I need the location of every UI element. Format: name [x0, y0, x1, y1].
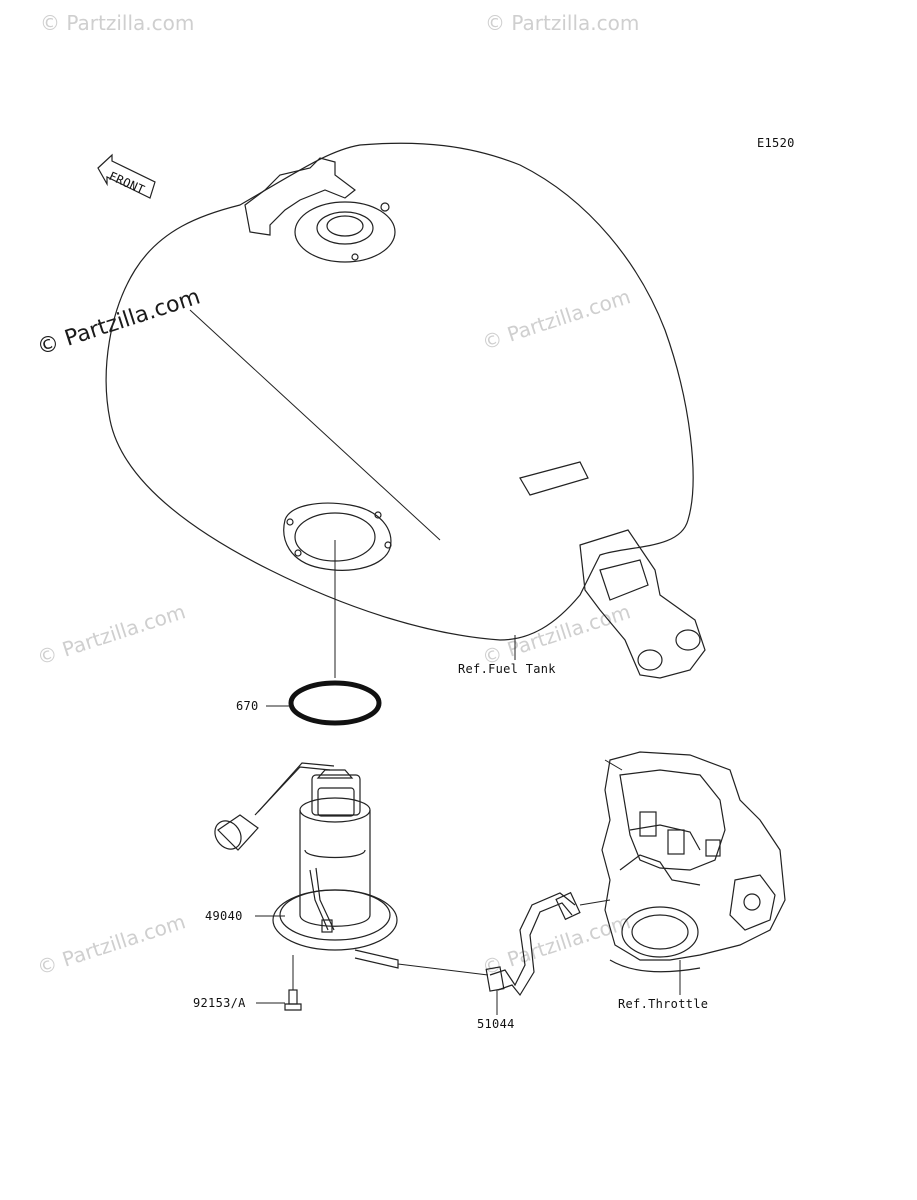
bolt[interactable]: [284, 989, 302, 1011]
watermark-top-left: © Partzilla.com: [40, 11, 194, 35]
ref-fuel-tank-label: Ref.Fuel Tank: [458, 662, 556, 676]
callout-49040[interactable]: 49040: [205, 909, 243, 923]
watermark-dark: © Partzilla.com: [34, 284, 203, 360]
watermark-mid-center: © Partzilla.com: [479, 599, 633, 670]
watermark-bottom-right: © Partzilla.com: [479, 909, 633, 980]
throttle-body: [601, 751, 786, 973]
watermarks: © Partzilla.com © Partzilla.com © Partzi…: [34, 11, 639, 980]
ref-throttle-label: Ref.Throttle: [618, 997, 708, 1011]
fuel-pump[interactable]: [210, 762, 399, 969]
watermark-mid-left: © Partzilla.com: [34, 599, 188, 670]
watermark-top-right: © Partzilla.com: [485, 11, 639, 35]
diagram-code: E1520: [757, 136, 795, 150]
callout-51044[interactable]: 51044: [477, 1017, 515, 1031]
callout-92153-a[interactable]: 92153/A: [193, 996, 246, 1010]
front-arrow-label: FRONT: [107, 169, 147, 197]
front-arrow-icon: FRONT: [97, 153, 156, 199]
throttle-hose-link: [579, 899, 611, 906]
tank-leader: [189, 309, 441, 541]
watermark-bottom-left: © Partzilla.com: [34, 909, 188, 980]
fuel-hose[interactable]: [485, 891, 581, 997]
watermark-mid-right: © Partzilla.com: [479, 284, 633, 355]
pump-hose-line: [397, 963, 489, 976]
callout-670[interactable]: 670: [236, 699, 259, 713]
o-ring[interactable]: [288, 680, 382, 726]
fuel-tank: [105, 142, 706, 679]
